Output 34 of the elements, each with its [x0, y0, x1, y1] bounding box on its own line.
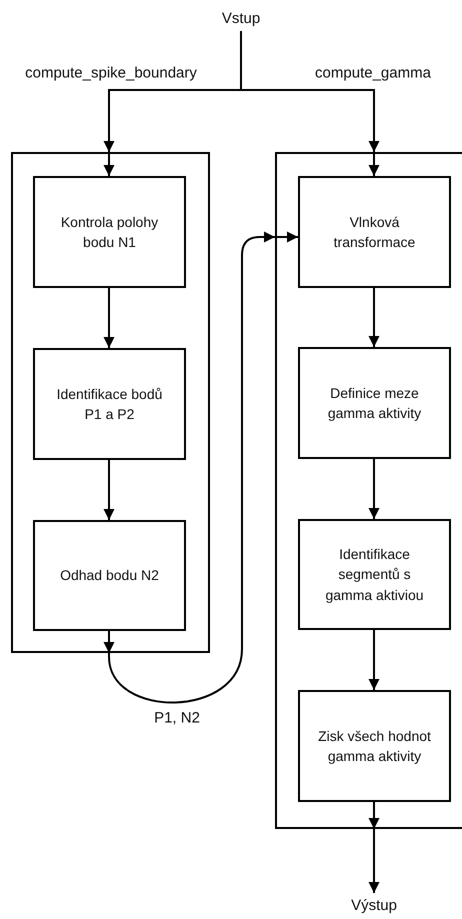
arrow: [104, 288, 114, 348]
arrow: [275, 232, 298, 242]
arrow: [240, 31, 380, 152]
edge-label: compute_gamma: [313, 64, 433, 82]
process-box: [298, 347, 451, 459]
arrow: [368, 459, 380, 519]
arrow: [108, 232, 275, 704]
group-frame: [11, 152, 210, 653]
process-box: [298, 519, 451, 630]
step-text: Odhad bodu N2: [60, 566, 159, 586]
process-box: [298, 176, 451, 288]
step-text: Vlnková transformace: [332, 212, 416, 252]
process-box: [33, 348, 186, 460]
arrow: [368, 152, 380, 176]
process-box: [298, 690, 451, 802]
arrow: [104, 631, 114, 653]
group-frame: [275, 152, 462, 829]
process-box: [33, 176, 186, 288]
process-box: [33, 520, 186, 631]
step-text: Identifikace segmentů s gamma aktiviou: [324, 545, 425, 605]
terminal-label: Výstup: [334, 893, 414, 917]
arrow: [104, 460, 114, 520]
arrow: [368, 802, 380, 829]
step-text: Kontrola polohy bodu N1: [60, 212, 160, 252]
edge-label: P1, N2: [152, 710, 202, 726]
arrow: [368, 630, 380, 690]
arrow: [368, 829, 380, 893]
arrow: [104, 152, 114, 176]
arrow: [368, 288, 380, 347]
terminal-label: Vstup: [211, 5, 271, 31]
step-text: Zisk všech hodnot gamma aktivity: [317, 726, 432, 766]
edge-label: compute_spike_boundary: [23, 64, 199, 82]
step-text: Definice meze gamma aktivity: [326, 384, 422, 423]
step-text: Identifikace bodů P1 a P2: [56, 384, 164, 424]
